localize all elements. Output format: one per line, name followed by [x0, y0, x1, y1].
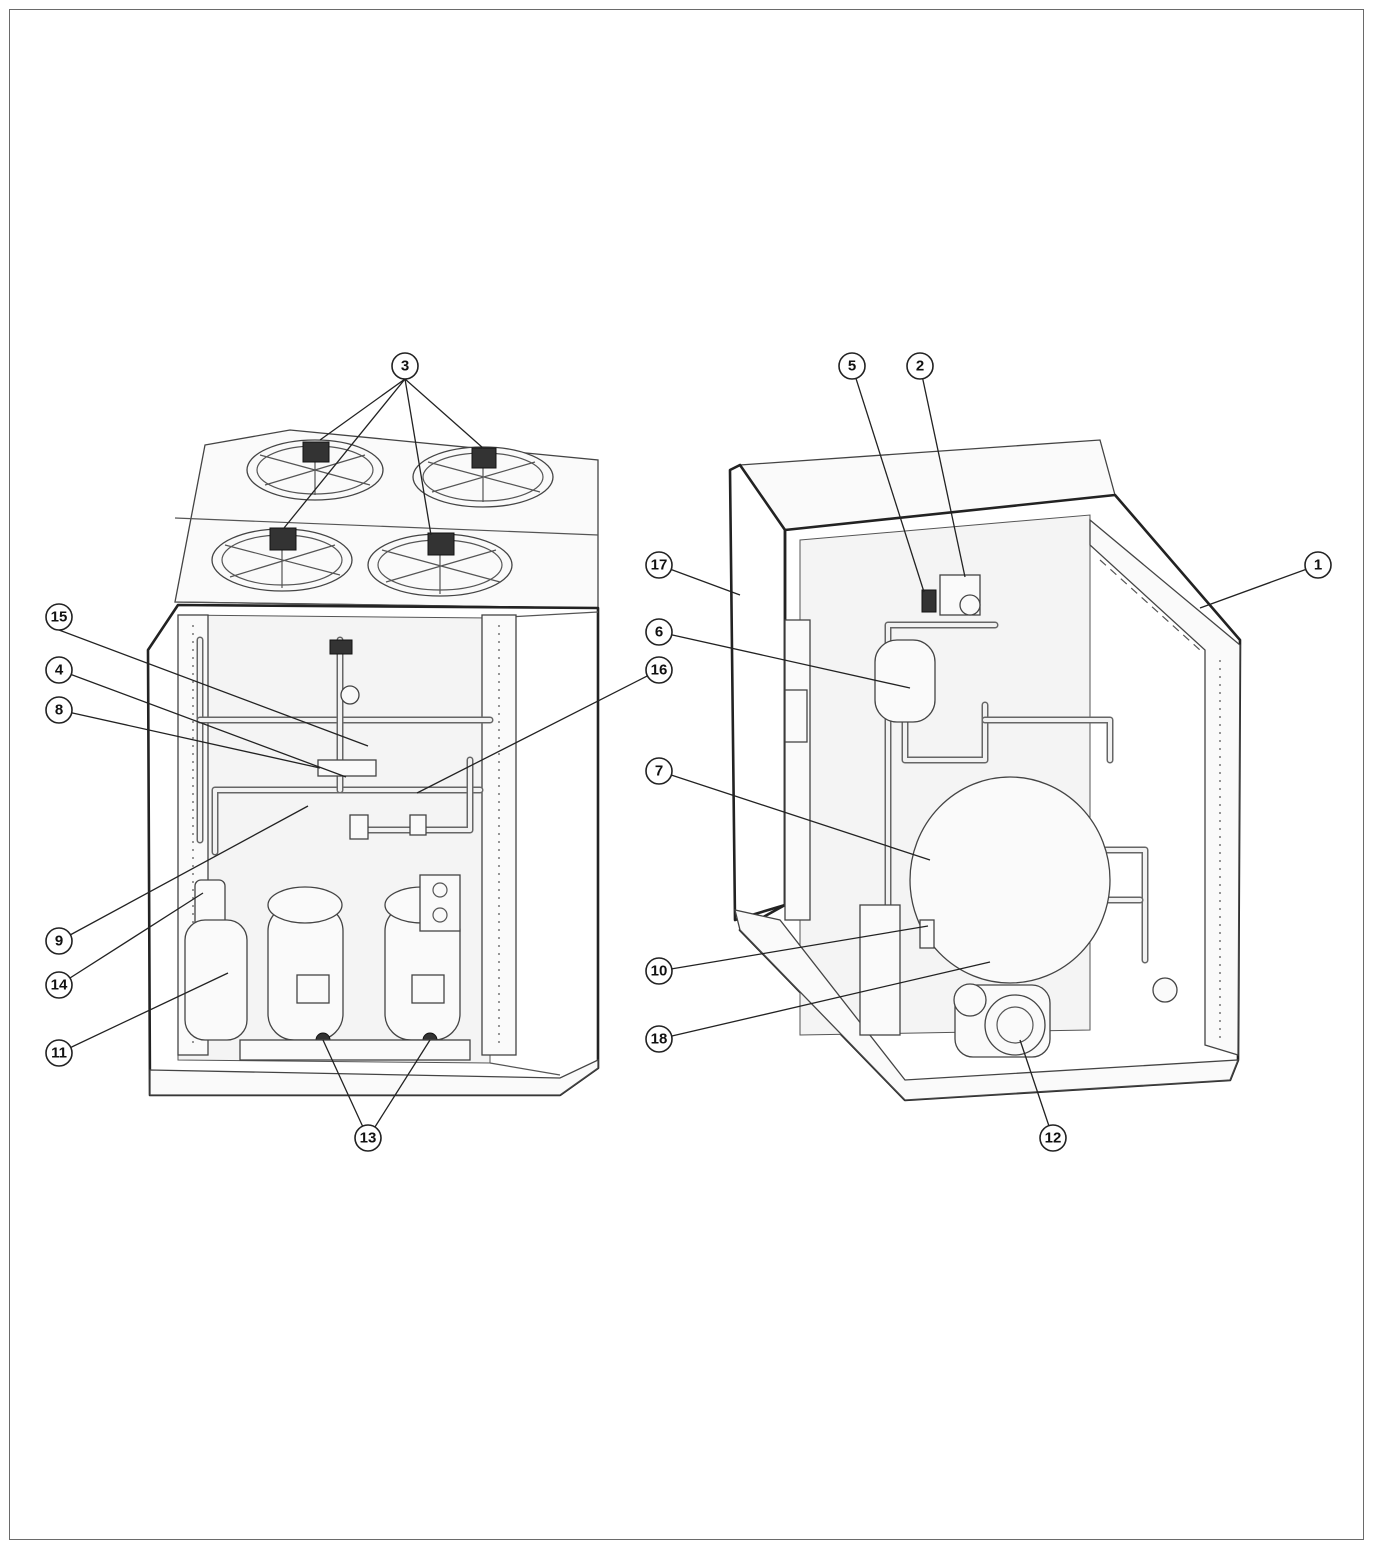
callout-11: 11	[45, 1039, 73, 1067]
callout-16: 16	[645, 656, 673, 684]
svg-text:9: 9	[55, 933, 63, 950]
fan-1	[246, 439, 384, 501]
svg-text:15: 15	[51, 609, 68, 626]
fan-2	[412, 446, 554, 508]
callout-1: 1	[1304, 551, 1332, 579]
svg-text:3: 3	[401, 358, 409, 375]
callout-13: 13	[354, 1124, 382, 1152]
svg-text:18: 18	[651, 1031, 668, 1048]
circulator-pump	[953, 983, 1051, 1058]
callout-10: 10	[645, 957, 673, 985]
callout-17: 17	[645, 551, 673, 579]
compressor-rails	[239, 1039, 471, 1061]
water-connection	[1152, 977, 1178, 1003]
svg-text:1: 1	[1314, 557, 1322, 574]
callout-9: 9	[45, 927, 73, 955]
svg-text:17: 17	[651, 557, 668, 574]
fan-3	[211, 527, 353, 592]
svg-text:7: 7	[655, 763, 663, 780]
svg-text:5: 5	[848, 358, 856, 375]
callout-2: 2	[906, 352, 934, 380]
expansion-vessel	[874, 639, 936, 723]
fan-4	[367, 532, 513, 597]
callout-7: 7	[645, 757, 673, 785]
callout-8: 8	[45, 696, 73, 724]
callout-3: 3	[391, 352, 419, 380]
right-unit	[728, 439, 1242, 1102]
svg-text:14: 14	[51, 977, 68, 994]
callout-14: 14	[45, 971, 73, 999]
left-unit	[146, 429, 600, 1097]
electrics-rail	[784, 619, 811, 921]
callout-18: 18	[645, 1025, 673, 1053]
callout-4: 4	[45, 656, 73, 684]
top-cover	[738, 439, 1116, 531]
coil	[1089, 518, 1241, 1056]
svg-text:13: 13	[360, 1130, 377, 1147]
svg-text:6: 6	[655, 624, 663, 641]
svg-text:2: 2	[916, 358, 924, 375]
page-border	[9, 9, 1364, 1540]
leader-lines	[58, 365, 1319, 1139]
callout-15: 15	[45, 603, 73, 631]
callout-5: 5	[838, 352, 866, 380]
svg-text:11: 11	[51, 1045, 67, 1062]
svg-text:16: 16	[651, 662, 668, 679]
svg-text:4: 4	[55, 662, 64, 679]
callout-12: 12	[1039, 1124, 1067, 1152]
buffer-tank	[909, 776, 1111, 984]
liquid-receiver	[184, 919, 248, 1041]
callout-6: 6	[645, 618, 673, 646]
compressor-1	[267, 886, 344, 1048]
svg-text:10: 10	[651, 963, 668, 980]
svg-text:8: 8	[55, 702, 63, 719]
svg-text:12: 12	[1045, 1130, 1062, 1147]
base	[149, 1058, 599, 1096]
